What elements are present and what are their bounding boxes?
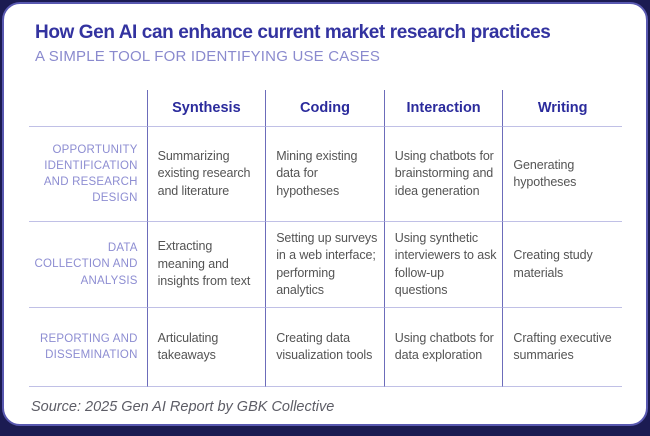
table-cell: Creating study materials — [503, 222, 622, 308]
table-cell: Using chatbots for brainstorming and ide… — [384, 127, 504, 222]
column-header-interaction: Interaction — [384, 90, 504, 127]
column-header-coding: Coding — [266, 90, 385, 127]
table-cell: Using chatbots for data exploration — [384, 308, 504, 387]
table-cell: Articulating takeaways — [147, 308, 267, 387]
table-cell: Extracting meaning and insights from tex… — [147, 222, 267, 308]
table-cell: Mining existing data for hypotheses — [266, 127, 385, 222]
row-label-reporting-dissemination: REPORTING AND DISSEMINATION — [29, 308, 148, 387]
table-cell: Summarizing existing research and litera… — [147, 127, 267, 222]
table-cell: Crafting executive summaries — [503, 308, 622, 387]
row-label-data-collection: DATA COLLECTION AND ANALYSIS — [29, 222, 148, 308]
use-case-table: Synthesis Coding Interaction Writing OPP… — [29, 90, 622, 387]
row-label-opportunity-identification: OPPORTUNITY IDENTIFICATION AND RESEARCH … — [29, 127, 148, 222]
source-note: Source: 2025 Gen AI Report by GBK Collec… — [31, 399, 335, 415]
page-subtitle: A SIMPLE TOOL FOR IDENTIFYING USE CASES — [35, 48, 381, 65]
page-title: How Gen AI can enhance current market re… — [35, 22, 551, 43]
table-cell: Generating hypotheses — [503, 127, 622, 222]
table-cell: Using synthetic interviewers to ask foll… — [384, 222, 504, 308]
table-cell: Setting up surveys in a web interface; p… — [266, 222, 385, 308]
infographic-card: How Gen AI can enhance current market re… — [2, 2, 648, 426]
table-cell: Creating data visualization tools — [266, 308, 385, 387]
column-header-synthesis: Synthesis — [147, 90, 267, 127]
table-corner-cell — [29, 90, 148, 127]
column-header-writing: Writing — [503, 90, 622, 127]
